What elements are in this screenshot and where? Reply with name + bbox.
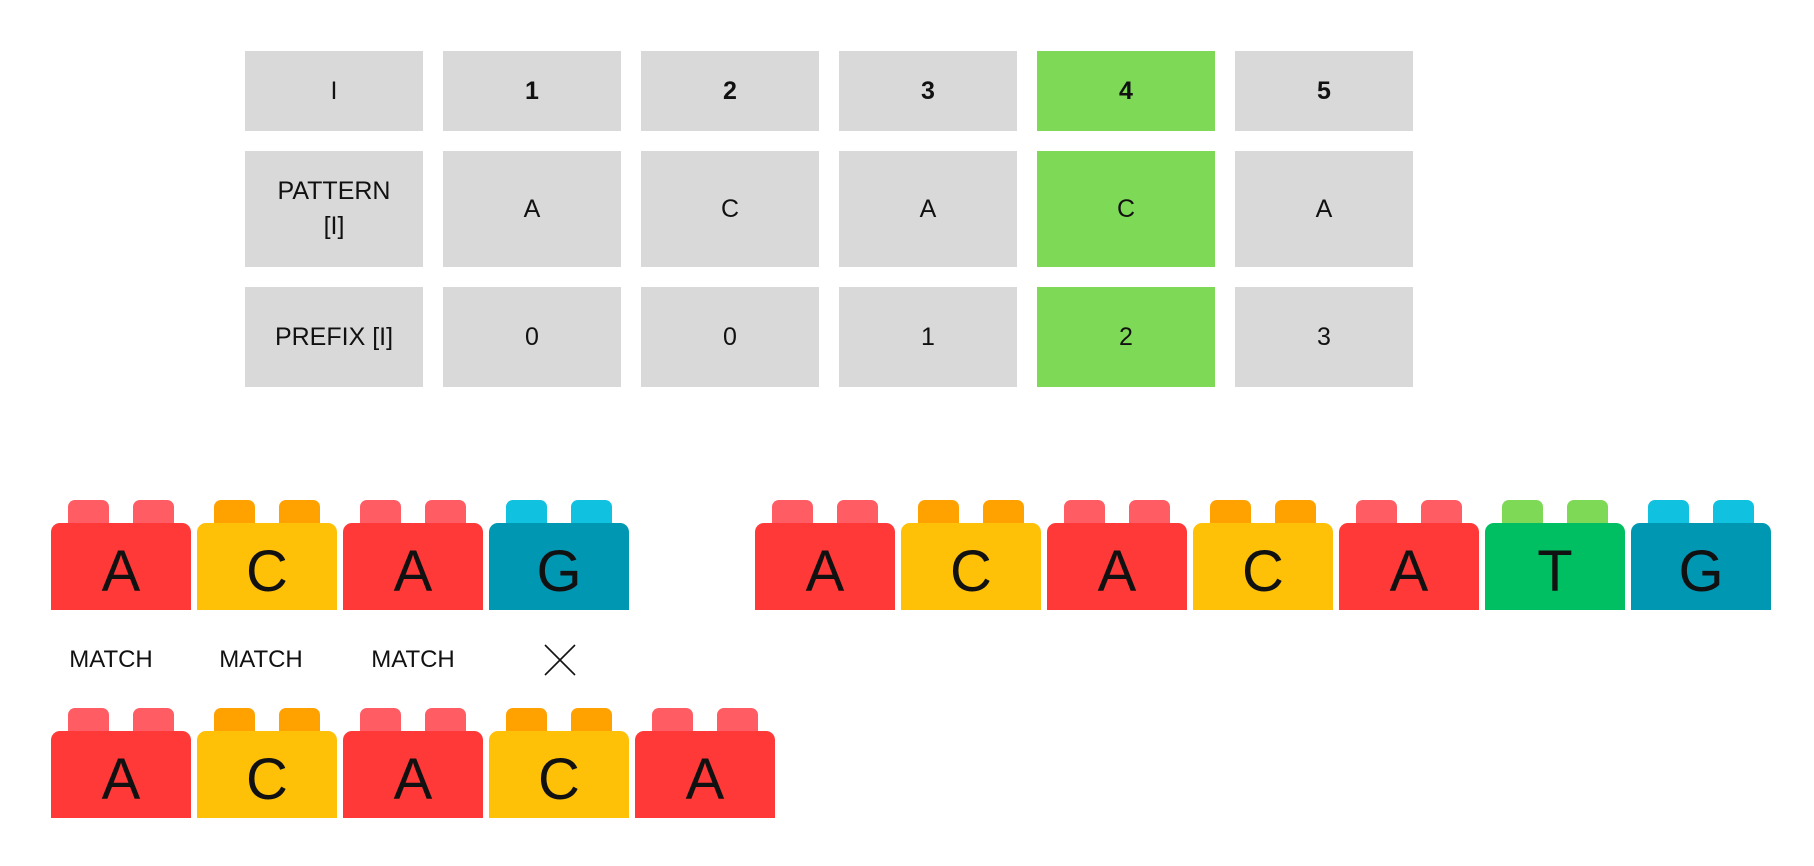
comparison-label-3: MATCH (371, 646, 455, 673)
pattern-cell-2: C (641, 151, 819, 267)
pattern-brick-1: A (51, 708, 191, 818)
prefix-cell-4: 2 (1037, 287, 1215, 387)
window-brick-letter: C (197, 523, 337, 610)
text-brick-7: G (1631, 500, 1771, 610)
text-brick-letter: C (1193, 523, 1333, 610)
prefix-cell-3: 1 (839, 287, 1017, 387)
cross-icon (544, 644, 576, 676)
index-cell-2: 2 (641, 51, 819, 131)
pattern-brick-3: A (343, 708, 483, 818)
index-cell-4: 4 (1037, 51, 1215, 131)
comparison-label-2: MATCH (219, 646, 303, 673)
pattern-brick-4: C (489, 708, 629, 818)
pattern-row-header: PATTERN [I] (245, 151, 423, 267)
pattern-brick-letter: C (197, 731, 337, 818)
text-brick-letter: A (755, 523, 895, 610)
window-brick-letter: A (51, 523, 191, 610)
text-brick-4: C (1193, 500, 1333, 610)
text-brick-5: A (1339, 500, 1479, 610)
text-brick-letter: A (1047, 523, 1187, 610)
text-brick-6: T (1485, 500, 1625, 610)
text-brick-letter: C (901, 523, 1041, 610)
pattern-brick-5: A (635, 708, 775, 818)
text-brick-letter: A (1339, 523, 1479, 610)
pattern-cell-3: A (839, 151, 1017, 267)
index-cell-1: 1 (443, 51, 621, 131)
index-cell-3: 3 (839, 51, 1017, 131)
comparison-label-1: MATCH (69, 646, 153, 673)
window-brick-letter: G (489, 523, 629, 610)
prefix-cell-1: 0 (443, 287, 621, 387)
pattern-brick-letter: A (51, 731, 191, 818)
prefix-row-header: PREFIX [I] (245, 287, 423, 387)
pattern-brick-letter: A (343, 731, 483, 818)
window-brick-3: A (343, 500, 483, 610)
index-row-header: I (245, 51, 423, 131)
text-brick-1: A (755, 500, 895, 610)
text-brick-2: C (901, 500, 1041, 610)
prefix-cell-5: 3 (1235, 287, 1413, 387)
pattern-cell-5: A (1235, 151, 1413, 267)
prefix-cell-2: 0 (641, 287, 819, 387)
pattern-brick-2: C (197, 708, 337, 818)
window-brick-1: A (51, 500, 191, 610)
pattern-brick-letter: C (489, 731, 629, 818)
window-brick-4: G (489, 500, 629, 610)
text-brick-letter: G (1631, 523, 1771, 610)
window-brick-2: C (197, 500, 337, 610)
index-cell-5: 5 (1235, 51, 1413, 131)
pattern-cell-1: A (443, 151, 621, 267)
text-brick-letter: T (1485, 523, 1625, 610)
pattern-cell-4: C (1037, 151, 1215, 267)
text-brick-3: A (1047, 500, 1187, 610)
window-brick-letter: A (343, 523, 483, 610)
pattern-brick-letter: A (635, 731, 775, 818)
